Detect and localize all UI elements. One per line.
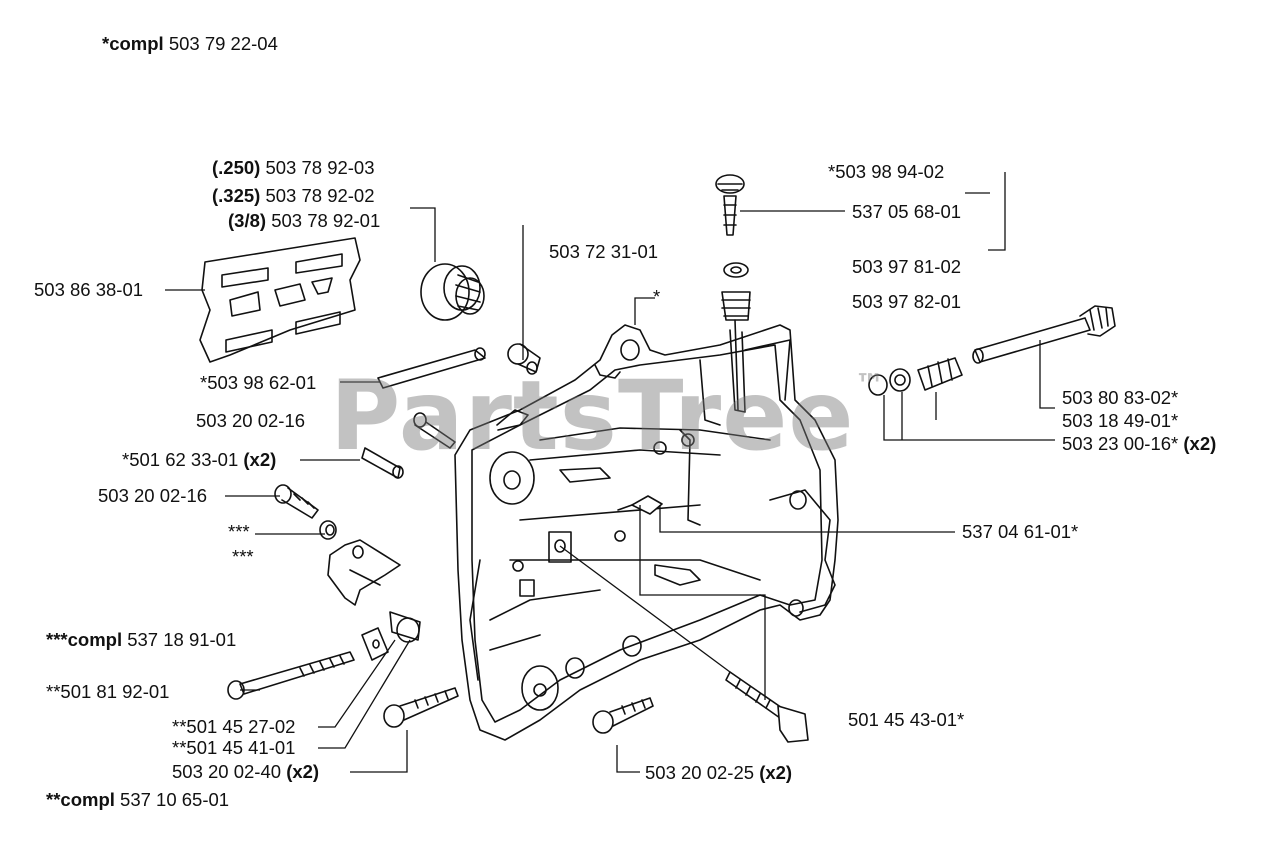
adjusting-screw-part	[227, 651, 355, 700]
label-compl-537106501: **compl 537 10 65-01	[46, 789, 230, 810]
label-501454101: **501 45 41-01	[172, 737, 296, 758]
sprocket-cap-part	[420, 263, 485, 321]
label-503230016: 503 23 00-16* (x2)	[1062, 433, 1217, 454]
nut-part	[319, 520, 337, 540]
bolt-part-d	[592, 697, 654, 734]
label-compl-top: *compl 503 79 22-04	[102, 33, 278, 54]
label-503184901: 503 18 49-01*	[1062, 410, 1179, 431]
leader-lines	[165, 172, 1055, 773]
label-501452702: **501 45 27-02	[172, 716, 296, 737]
label-501454301: 501 45 43-01*	[848, 709, 965, 730]
label-pitch-325: (.325) 503 78 92-02	[212, 185, 375, 206]
label-501819201: **501 81 92-01	[46, 681, 170, 702]
label-503989402: *503 98 94-02	[828, 161, 945, 182]
label-triple-b: ***	[232, 546, 254, 567]
label-503808302: 503 80 83-02*	[1062, 387, 1179, 408]
small-pin-part	[617, 495, 663, 515]
label-503200216-b: 503 20 02-16	[98, 485, 208, 506]
pin-part	[361, 447, 404, 479]
label-503723101: 503 72 31-01	[549, 241, 659, 262]
label-503200216-a: 503 20 02-16	[196, 410, 306, 431]
tensioner-parts	[361, 611, 421, 661]
label-537046101: 537 04 61-01*	[962, 521, 1079, 542]
label-compl-537189101: ***compl 537 18 91-01	[46, 629, 237, 650]
oil-pump-parts	[868, 305, 1116, 396]
label-pitch-250: (.250) 503 78 92-03	[212, 157, 375, 178]
label-501623301: *501 62 33-01 (x2)	[122, 449, 277, 470]
chain-catcher-part	[327, 539, 401, 606]
watermark: PartsTree™	[330, 360, 886, 472]
label-star: *	[653, 286, 661, 307]
label-537056801: 537 05 68-01	[852, 201, 962, 222]
clutch-cover-body	[454, 324, 839, 741]
label-triple-a: ***	[228, 521, 250, 542]
bolt-part-a	[413, 412, 456, 449]
bar-plate-part	[199, 237, 361, 363]
label-503978102: 503 97 81-02	[852, 256, 962, 277]
bolt-part-e	[725, 671, 809, 743]
label-plate: 503 86 38-01	[34, 279, 144, 300]
oil-adjust-stack	[715, 174, 751, 411]
label-503978201: 503 97 82-01	[852, 291, 962, 312]
bolt-part-c	[383, 687, 459, 728]
bolt-part-b	[274, 484, 319, 519]
label-503200225: 503 20 02-25 (x2)	[645, 762, 793, 783]
label-pitch-38: (3/8) 503 78 92-01	[228, 210, 381, 231]
label-503986201: *503 98 62-01	[200, 372, 317, 393]
label-503200240: 503 20 02-40 (x2)	[172, 761, 320, 782]
chain-guide-rod-part	[377, 347, 486, 389]
